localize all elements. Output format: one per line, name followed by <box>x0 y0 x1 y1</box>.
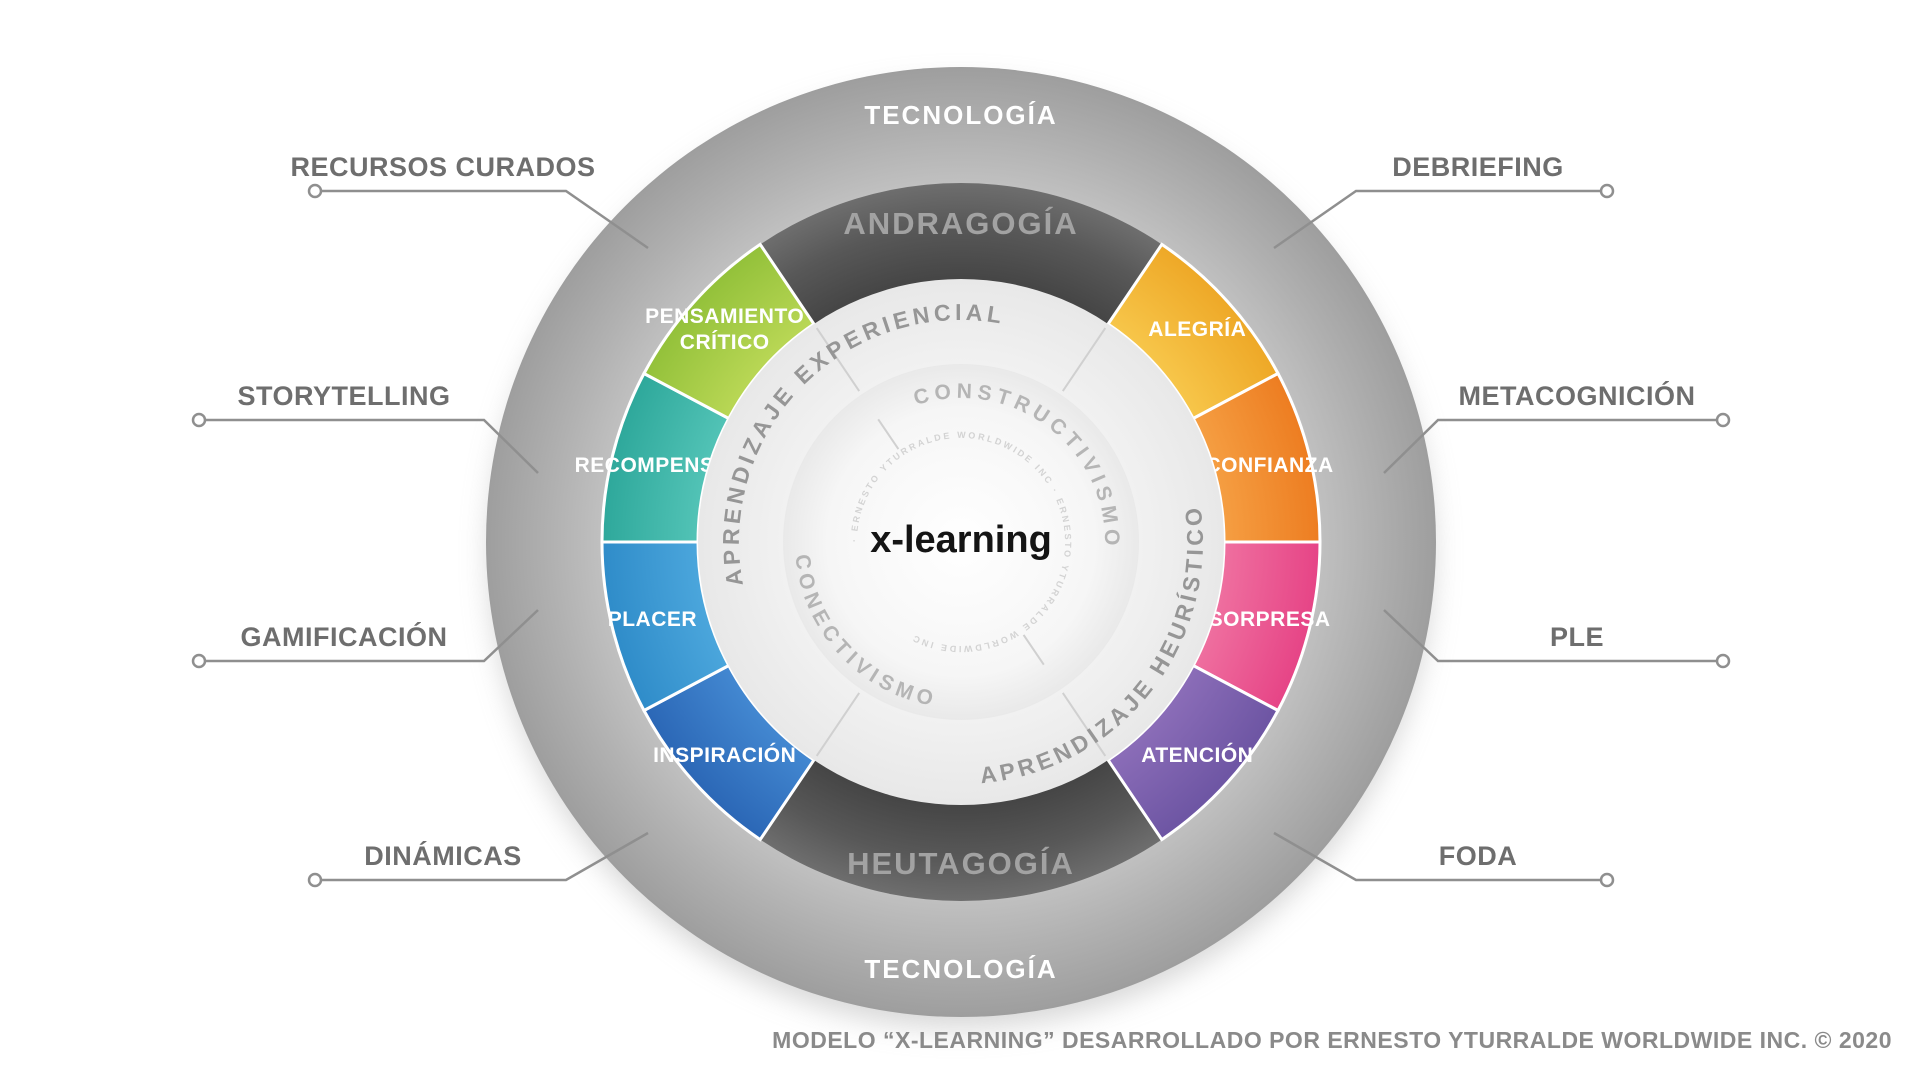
callout-label: STORYTELLING <box>237 381 450 411</box>
callout-dot <box>191 412 207 428</box>
callout-foda: FODA <box>1273 831 1615 888</box>
callout-label: METACOGNICIÓN <box>1459 380 1696 411</box>
divider-line <box>1061 692 1107 757</box>
callout-label: DEBRIEFING <box>1392 152 1564 182</box>
callout-gamificacion: GAMIFICACIÓN <box>191 609 539 669</box>
divider-line <box>815 692 861 757</box>
ring-dividers <box>815 327 1107 757</box>
divider-line <box>815 327 861 392</box>
callout-dot <box>191 653 207 669</box>
wheel-segment-label: CONFIANZA <box>1206 454 1334 477</box>
callout-dot <box>307 183 323 199</box>
callout-dot <box>1599 183 1615 199</box>
wheel-segment-label: SORPRESA <box>1209 608 1331 631</box>
callout-storytelling: STORYTELLING <box>191 381 539 474</box>
callout-line <box>321 189 649 250</box>
divider-line <box>1061 327 1107 392</box>
callout-dot <box>1599 872 1615 888</box>
callout-metacognicion: METACOGNICIÓN <box>1383 380 1731 474</box>
wheel-segment-label: ATENCIÓN <box>1141 743 1253 767</box>
callout-label: GAMIFICACIÓN <box>241 621 448 652</box>
callout-line <box>1383 418 1717 474</box>
callout-line <box>205 418 539 474</box>
callout-label: DINÁMICAS <box>364 840 522 871</box>
callout-label: RECURSOS CURADOS <box>290 152 595 182</box>
divider-line <box>1022 634 1045 666</box>
technology-label-bottom: TECNOLOGÍA <box>864 954 1057 984</box>
callout-dot <box>307 872 323 888</box>
callout-ple: PLE <box>1383 609 1731 669</box>
andragogy-label: ANDRAGOGÍA <box>843 206 1078 241</box>
callout-recursos-curados: RECURSOS CURADOS <box>290 152 649 250</box>
callout-label: FODA <box>1439 841 1518 871</box>
wheel-segment-label: INSPIRACIÓN <box>653 743 796 767</box>
callout-dinamicas: DINÁMICAS <box>307 831 649 888</box>
callout-label: PLE <box>1550 622 1604 652</box>
heutagogy-label: HEUTAGOGÍA <box>847 846 1075 881</box>
callout-line <box>205 609 539 663</box>
callout-debriefing: DEBRIEFING <box>1273 152 1615 250</box>
center-title: x-learning <box>870 519 1052 561</box>
divider-line <box>877 418 900 450</box>
wheel-segment-label: ALEGRÍA <box>1148 318 1246 341</box>
callout-dot <box>1715 653 1731 669</box>
callout-line <box>1273 189 1601 250</box>
callout-line <box>1383 609 1717 663</box>
emotion-segments: ALEGRÍA CONFIANZA SORPRESA ATENCIÓN INSPIRAC… <box>575 242 1334 842</box>
theory-circle <box>783 364 1139 720</box>
wheel-segment-label: PLACER <box>608 608 697 631</box>
callout-line <box>321 831 649 882</box>
technology-label-top: TECNOLOGÍA <box>864 100 1057 130</box>
callout-dot <box>1715 412 1731 428</box>
callout-line <box>1273 831 1601 882</box>
copyright-text: MODELO “X-LEARNING” DESARROLLADO POR ERN… <box>772 1027 1892 1053</box>
wheel-segment-label: RECOMPENSA <box>575 454 731 477</box>
